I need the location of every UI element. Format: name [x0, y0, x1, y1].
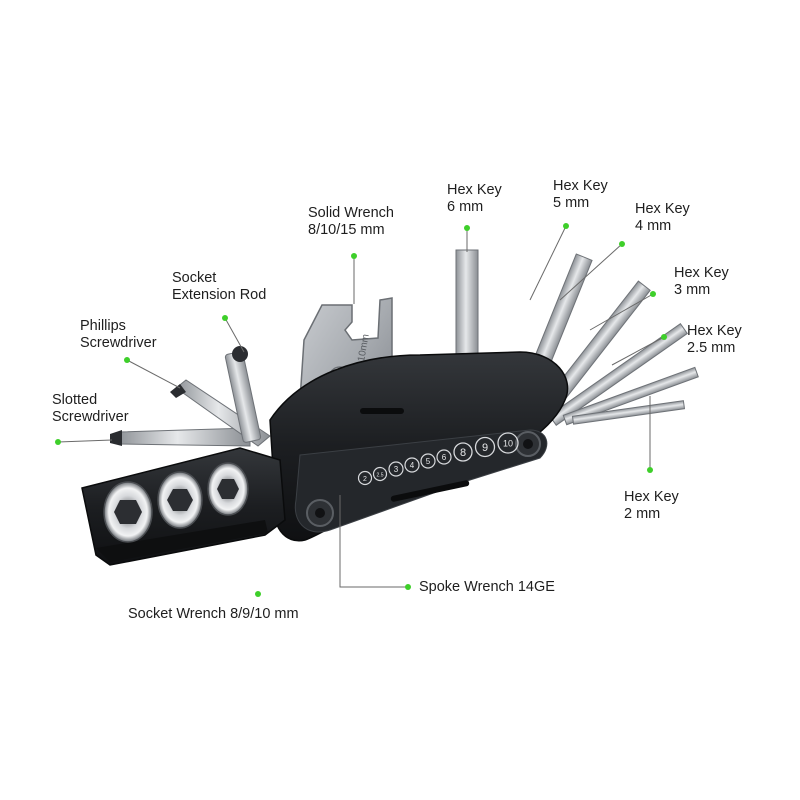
label-spoke-wrench: Spoke Wrench 14GE — [419, 579, 555, 595]
screwdriver-bits — [110, 346, 271, 447]
size-2: 2 — [363, 476, 367, 483]
wrench-mark-10mm: 10mm — [356, 333, 372, 362]
leader-spoke — [339, 495, 408, 588]
leader-lines — [57, 225, 665, 588]
tool-body-right — [269, 351, 569, 542]
marker-solid-wrench — [351, 253, 357, 259]
marker-socket-ext — [222, 315, 228, 321]
spoke-wrench-sizes: 2 2.5 3 4 5 6 — [357, 432, 519, 486]
leader-phillips — [126, 359, 181, 389]
leader-socket-ext — [224, 317, 245, 353]
marker-hex6 — [464, 225, 470, 231]
leader-hex4 — [559, 243, 623, 301]
hex-key-2mm — [571, 400, 686, 425]
marker-socket-wrench — [255, 591, 261, 597]
size-3: 3 — [394, 465, 399, 474]
size-10: 10 — [503, 439, 513, 449]
hex-key-2-5mm — [562, 366, 699, 426]
label-socket-wrench: Socket Wrench 8/9/10 mm — [128, 606, 299, 622]
size-4: 4 — [410, 461, 415, 470]
marker-slotted — [55, 439, 61, 445]
marker-hex4 — [619, 241, 625, 247]
marker-hex25 — [661, 334, 667, 340]
marker-hex2 — [647, 467, 653, 473]
size-8: 8 — [460, 447, 466, 459]
leader-hex5 — [529, 225, 567, 301]
marker-phillips — [124, 357, 130, 363]
slotted-screwdriver-shaft — [117, 427, 251, 447]
size-9: 9 — [482, 442, 488, 454]
leader-hex3 — [589, 293, 654, 331]
marker-spoke — [405, 584, 411, 590]
marker-hex3 — [650, 291, 656, 297]
leader-hex25 — [611, 336, 665, 366]
leader-slotted — [57, 439, 113, 443]
marker-hex5 — [563, 223, 569, 229]
socket-holder — [81, 447, 286, 566]
size-5: 5 — [426, 457, 431, 466]
label-markers — [55, 223, 667, 597]
size-6: 6 — [442, 453, 447, 462]
size-2-5: 2.5 — [377, 473, 384, 479]
